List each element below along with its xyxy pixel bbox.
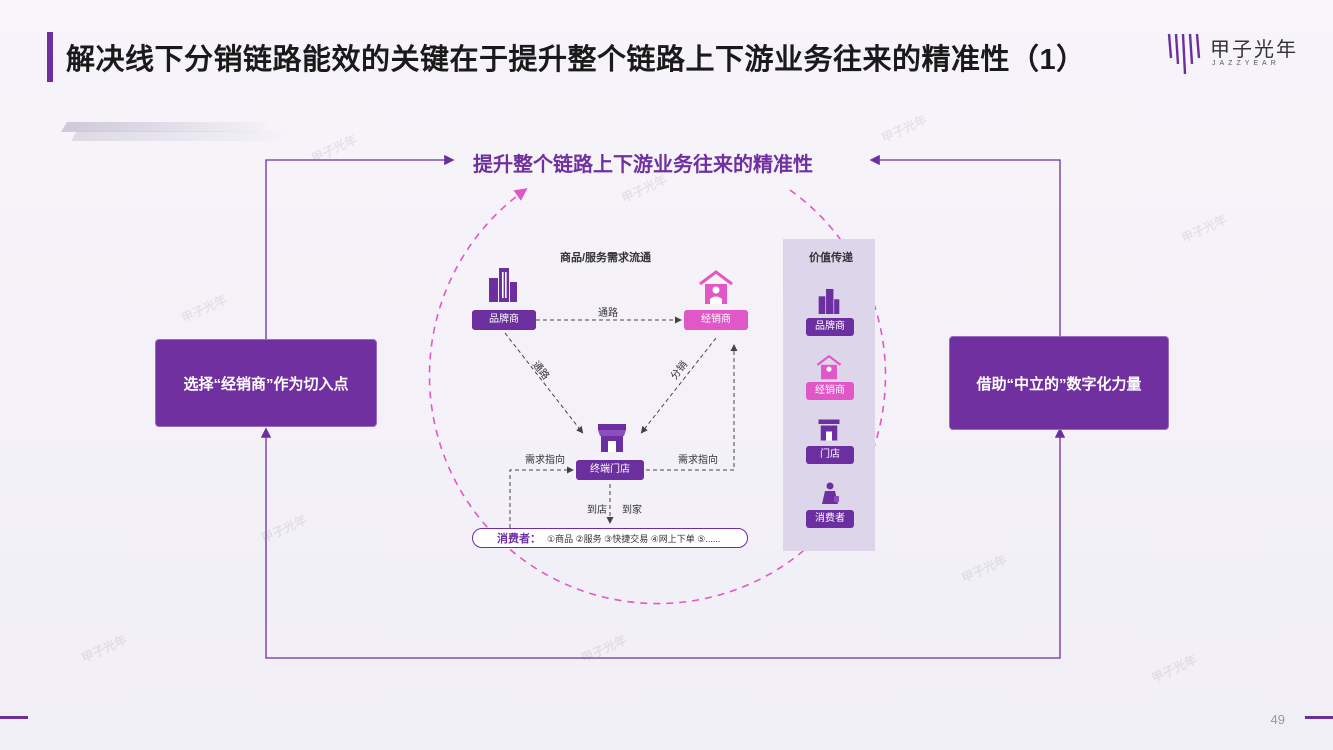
logo-text-cn: 甲子光年 (1210, 39, 1298, 61)
right-digital-box: 借助“中立的”数字化力量 (950, 337, 1168, 429)
frame-bottom-right (666, 427, 1066, 659)
value-item-store: 门店 (806, 446, 854, 464)
edge-label-channel-top: 通路 (598, 308, 618, 319)
consumer-items: ①商品 ②服务 ③快捷交易 ④网上下单 ⑤...... (547, 533, 721, 544)
footer-line-right (1305, 716, 1333, 719)
logo-text-en: JAZZYEAR (1212, 60, 1280, 67)
left-entry-box: 选择“经销商”作为切入点 (156, 340, 376, 426)
edge-label-demand-left: 需求指向 (525, 455, 565, 466)
frame-right-top (869, 154, 1061, 340)
edge-store-distributor (646, 344, 738, 471)
value-panel-title: 价值传递 (809, 252, 853, 264)
node-distributor: 经销商 (684, 310, 748, 330)
footer-line-left (0, 716, 28, 719)
value-item-distributor: 经销商 (806, 382, 854, 400)
dashed-circle (428, 188, 887, 605)
building-icon (818, 288, 840, 314)
house-person-icon (816, 354, 842, 380)
value-item-brand: 品牌商 (806, 318, 854, 336)
edge-distributor-store (640, 337, 717, 434)
store-icon (598, 424, 626, 452)
store-icon (818, 419, 840, 441)
frame-left-top (265, 154, 455, 340)
top-goal-label: 提升整个链路上下游业务往来的精准性 (473, 154, 813, 176)
house-person-icon (699, 270, 733, 304)
frame-bottom-left (260, 427, 666, 659)
consumer-title: 消费者： (497, 533, 541, 545)
node-brand: 品牌商 (472, 310, 536, 330)
page-title: 解决线下分销链路能效的关键在于提升整个链路上下游业务往来的精准性（1） (66, 44, 1086, 76)
edge-label-demand-right: 需求指向 (678, 455, 718, 466)
building-icon (489, 268, 517, 302)
edge-consumer-store (509, 466, 574, 528)
shopper-icon (822, 482, 839, 504)
page-number: 49 (1270, 712, 1285, 727)
edge-brand-store (504, 332, 584, 434)
flow-title: 商品/服务需求流通 (560, 252, 652, 264)
value-item-consumer: 消费者 (806, 510, 854, 528)
edge-label-to-home: 到家 (622, 505, 642, 516)
title-accent-bar (47, 32, 53, 82)
jazzyear-logo-icon (1167, 33, 1201, 75)
consumer-bar: 消费者： ①商品 ②服务 ③快捷交易 ④网上下单 ⑤...... (472, 528, 748, 548)
node-store: 终端门店 (576, 460, 644, 480)
edge-label-to-store: 到店 (587, 505, 607, 516)
